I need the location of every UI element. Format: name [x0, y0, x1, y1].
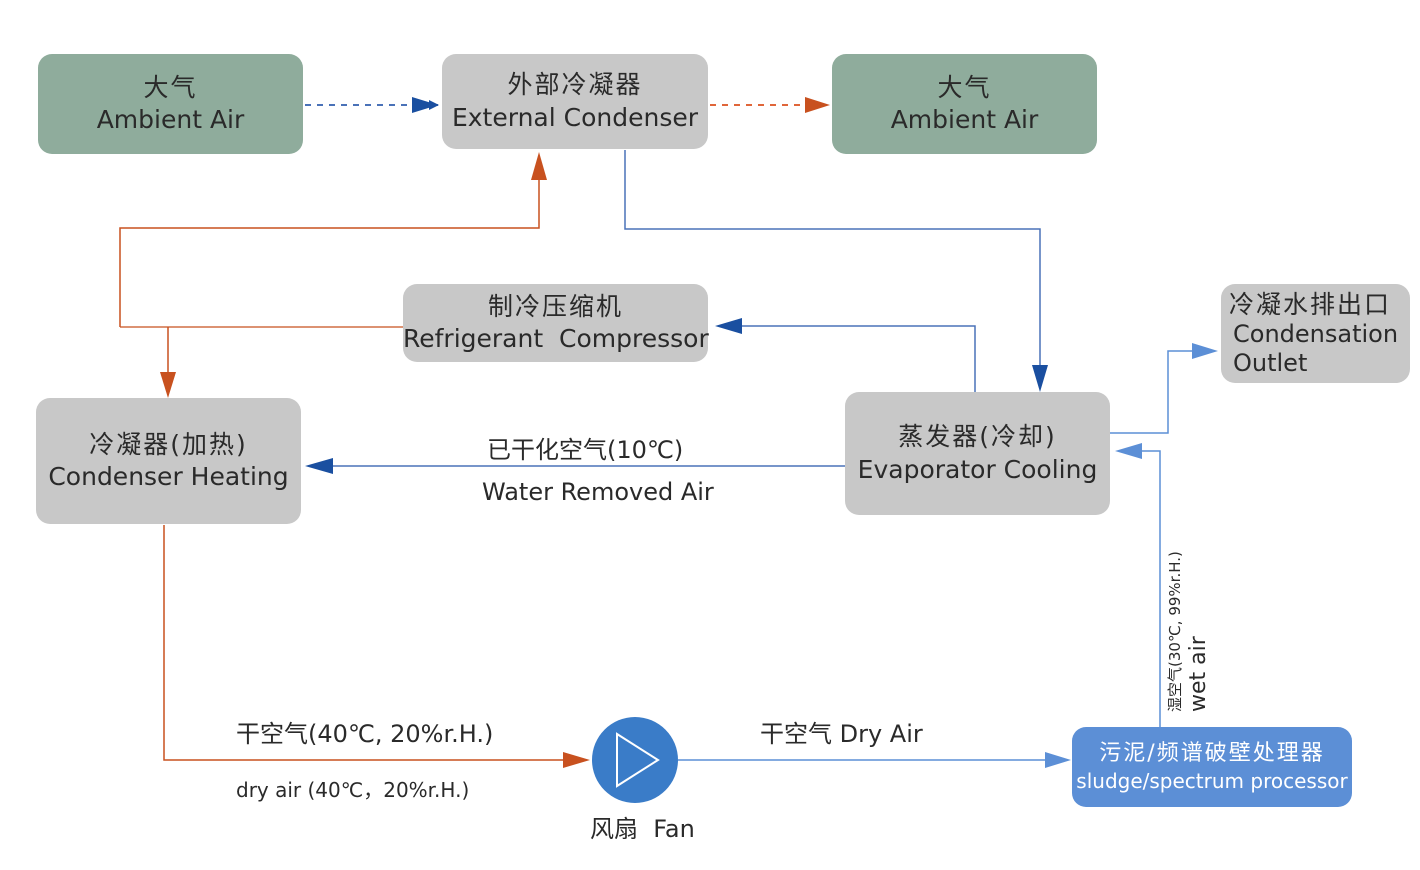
- condenser-heating-en: Condenser Heating: [48, 462, 289, 491]
- fan-icon: [592, 717, 678, 803]
- line-to-condensation-outlet: [1110, 350, 1212, 434]
- sludge-processor-en: sludge/spectrum processor: [1076, 769, 1348, 794]
- external-condenser-en: External Condenser: [451, 102, 699, 132]
- compressor-en: Refrigerant Compressor: [403, 324, 709, 353]
- ambient-air-left-zh: 大气: [143, 72, 198, 102]
- fan-dry-air-label: 干空气 Dry Air: [760, 720, 923, 748]
- arrowhead: [305, 458, 333, 474]
- condensation-outlet-en-line2: Outlet: [1233, 348, 1308, 377]
- sludge-processor-box: 污泥/频谱破壁处理器 sludge/spectrum processor: [1072, 727, 1352, 807]
- external-condenser-box: 外部冷凝器 External Condenser: [442, 54, 708, 149]
- line-to-external-condenser: [119, 158, 540, 327]
- dry-air-en-label: dry air (40℃，20%r.H.): [236, 778, 470, 802]
- dry-air-zh-label: 干空气(40℃, 20%r.H.): [236, 720, 494, 748]
- arrowhead: [1192, 343, 1218, 359]
- ambient-air-right-box: 大气 Ambient Air: [832, 54, 1097, 154]
- arrowhead: [1032, 365, 1048, 392]
- condensation-outlet-zh: 冷凝水排出口: [1229, 289, 1392, 319]
- arrowhead: [1115, 443, 1142, 459]
- line-dry-air-to-fan: [163, 525, 585, 761]
- condenser-heating-zh: 冷凝器(加热): [89, 429, 248, 459]
- wet-air-en-label: wet air: [1186, 636, 1211, 712]
- water-removed-air-en-label: Water Removed Air: [482, 478, 714, 506]
- sludge-processor-zh: 污泥/频谱破壁处理器: [1099, 740, 1325, 766]
- refrigerant-compressor-box: 制冷压缩机 Refrigerant Compressor: [403, 284, 709, 362]
- line-external-condenser-to-evaporator: [624, 150, 1041, 385]
- arrowhead: [531, 152, 547, 180]
- ambient-air-left-box: 大气 Ambient Air: [38, 54, 303, 154]
- arrowhead: [1045, 752, 1071, 768]
- condensation-outlet-en-line1: Condensation: [1233, 319, 1399, 348]
- wet-air-zh-label: 湿空气(30℃, 99%r.H.): [1166, 551, 1184, 712]
- arrowhead: [412, 97, 438, 113]
- water-removed-air-zh-label: 已干化空气(10℃): [487, 436, 684, 464]
- arrowhead: [160, 372, 176, 398]
- condenser-heating-box: 冷凝器(加热) Condenser Heating: [36, 398, 301, 524]
- arrowhead: [715, 318, 742, 334]
- ambient-air-left-en: Ambient Air: [96, 105, 245, 134]
- evaporator-zh: 蒸发器(冷却): [898, 422, 1057, 451]
- ambient-air-right-zh: 大气: [937, 72, 992, 102]
- arrowhead: [563, 752, 590, 768]
- compressor-zh: 制冷压缩机: [487, 291, 623, 321]
- evaporator-en: Evaporator Cooling: [857, 454, 1098, 484]
- ambient-air-right-en: Ambient Air: [890, 105, 1039, 134]
- condensation-outlet-box: 冷凝水排出口 Condensation Outlet: [1221, 284, 1410, 383]
- line-evaporator-to-compressor: [720, 325, 976, 392]
- evaporator-cooling-box: 蒸发器(冷却) Evaporator Cooling: [845, 392, 1110, 515]
- fan-label: 风扇 Fan: [590, 815, 695, 843]
- external-condenser-zh: 外部冷凝器: [507, 70, 643, 99]
- arrowhead: [805, 97, 830, 113]
- line-wet-air-to-evaporator: [1120, 450, 1161, 727]
